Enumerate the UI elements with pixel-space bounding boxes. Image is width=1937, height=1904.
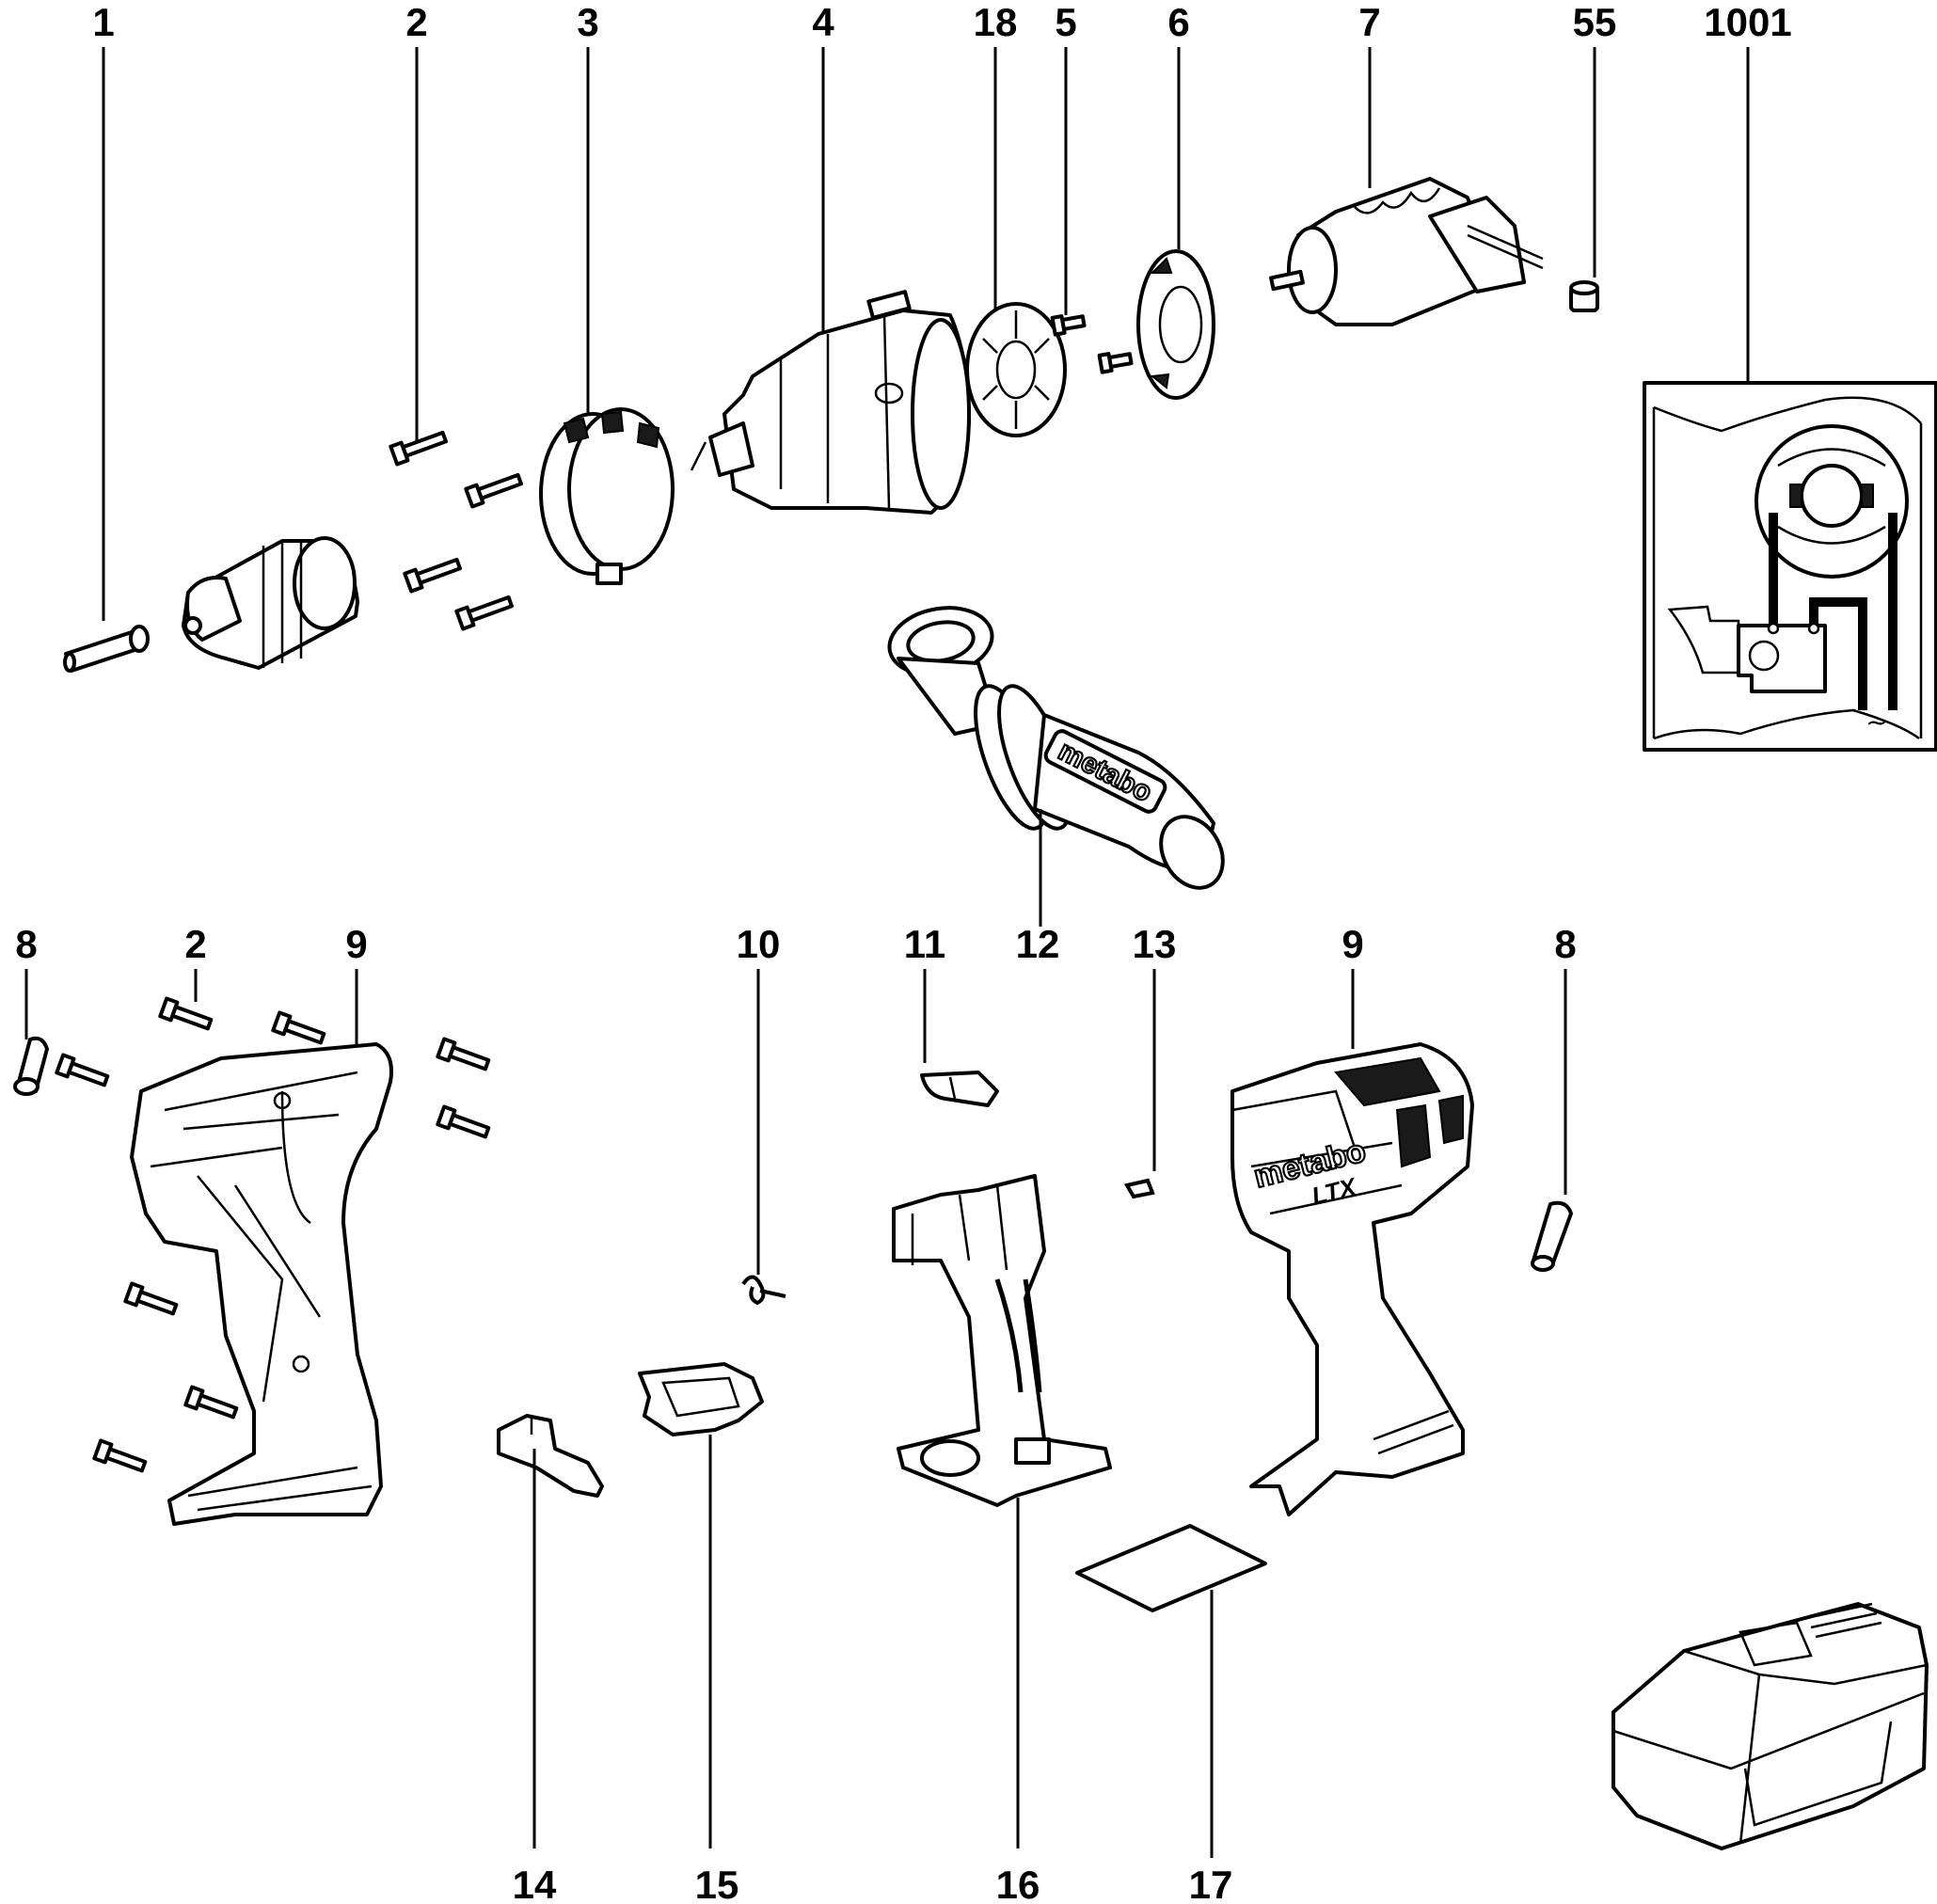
part-15-base-plate: [638, 1362, 764, 1436]
callout-label-10: 10: [737, 922, 781, 966]
schematic-armature: [1800, 464, 1864, 528]
callout-label-13: 13: [1133, 922, 1177, 966]
callout-label-2: 2: [405, 0, 427, 44]
callout-label-2-lower: 2: [184, 922, 206, 966]
callout-label-9-left: 9: [345, 922, 367, 966]
part-6-motor-bracket: [1136, 249, 1215, 400]
part-14-contact-holder: [497, 1414, 604, 1498]
callout-label-1: 1: [92, 0, 114, 44]
callout-label-55: 55: [1573, 0, 1617, 44]
callout-label-1001: 1001: [1704, 0, 1791, 44]
part-13-clip: [1123, 1178, 1155, 1199]
callout-label-15: 15: [695, 1863, 739, 1904]
callout-label-14: 14: [513, 1863, 557, 1904]
callout-label-17: 17: [1189, 1863, 1233, 1904]
screw-group-left-housing: [55, 996, 491, 1473]
part-1-chuck-screw: [63, 625, 150, 673]
callout-label-9-right: 9: [1342, 922, 1363, 966]
part-8-end-cap-right: [1531, 1200, 1573, 1272]
keyless-chuck: [182, 536, 359, 670]
callout-label-12: 12: [1016, 922, 1060, 966]
callout-label-8-right: 8: [1554, 922, 1576, 966]
callout-label-6: 6: [1167, 0, 1189, 44]
part-18-gear-disc: [965, 302, 1067, 437]
part-16-switch-module: [892, 1174, 1112, 1507]
part-3-clamp-ring: [539, 407, 675, 585]
ac-symbol: ~: [1866, 706, 1887, 738]
part-1001-wiring-schematic: ~: [1643, 381, 1937, 752]
callout-label-16: 16: [996, 1863, 1040, 1904]
part-9-housing-left: [130, 1042, 393, 1526]
part-9-housing-right: metabo LTX: [1230, 1042, 1474, 1516]
part-8-end-cap-left: [13, 1036, 49, 1096]
callout-label-7: 7: [1358, 0, 1380, 44]
part-10-spring: [741, 1275, 786, 1306]
part-5-screws: [1050, 314, 1134, 374]
part-55-bushing: [1569, 280, 1599, 312]
part-11-switch-lever: [920, 1071, 999, 1107]
callout-label-4: 4: [812, 0, 834, 44]
callout-label-8-left: 8: [15, 922, 37, 966]
callout-label-18: 18: [974, 0, 1018, 44]
part-7-motor: [1269, 177, 1544, 326]
part-17-label: [1075, 1524, 1267, 1612]
callout-label-11: 11: [904, 922, 945, 966]
part-12-side-handle: metabo: [887, 606, 1225, 890]
screw-group-top: [389, 430, 523, 631]
battery-pack: [1612, 1602, 1929, 1850]
callout-label-3: 3: [577, 0, 598, 44]
part-4-gearbox: [690, 290, 971, 515]
callout-label-5: 5: [1055, 0, 1076, 44]
schematic-switch: [1737, 624, 1827, 693]
